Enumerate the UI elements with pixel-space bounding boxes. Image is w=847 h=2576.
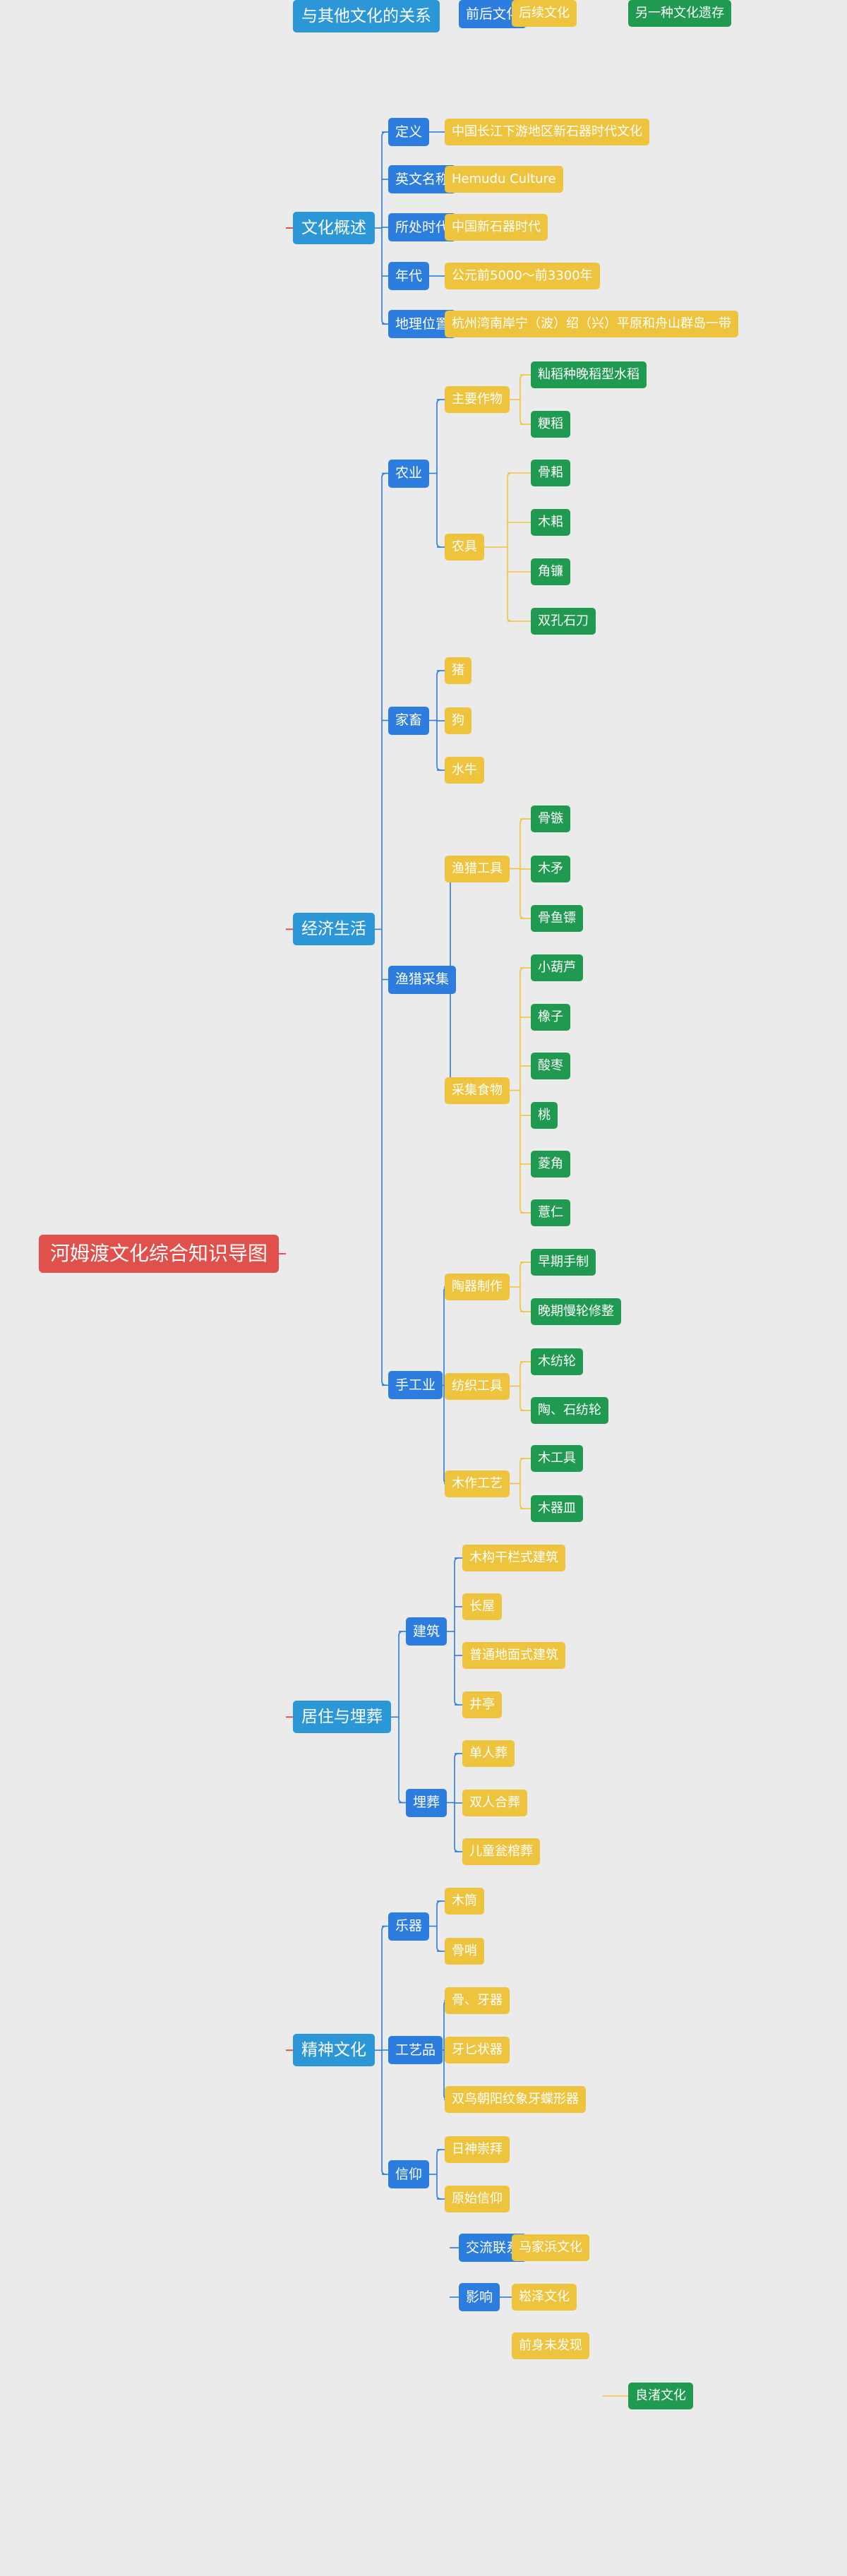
- leaf-node[interactable]: 长屋: [462, 1593, 502, 1620]
- branch-node[interactable]: 精神文化: [293, 2034, 375, 2067]
- category-node[interactable]: 农具: [445, 534, 484, 561]
- category-node[interactable]: 渔猎工具: [445, 855, 510, 882]
- leaf-node[interactable]: 杭州湾南岸宁（波）绍（兴）平原和舟山群岛一带: [445, 311, 738, 337]
- leaf-node[interactable]: 粳稻: [531, 411, 570, 438]
- category-node[interactable]: 家畜: [388, 706, 430, 735]
- category-node[interactable]: 主要作物: [445, 386, 510, 413]
- leaf-node[interactable]: 狗: [445, 707, 471, 734]
- leaf-node[interactable]: 骨鱼镖: [531, 905, 583, 932]
- connector-line: [381, 472, 387, 1386]
- leaf-node[interactable]: 木耜: [531, 509, 570, 536]
- leaf-node[interactable]: 中国长江下游地区新石器时代文化: [445, 119, 649, 145]
- category-node[interactable]: 陶器制作: [445, 1274, 510, 1300]
- leaf-node[interactable]: 陶、石纺轮: [531, 1397, 608, 1424]
- leaf-node[interactable]: 骨镞: [531, 805, 570, 832]
- leaf-node[interactable]: 水牛: [445, 757, 484, 784]
- category-node[interactable]: 工艺品: [388, 2036, 443, 2064]
- category-node[interactable]: 纺织工具: [445, 1372, 510, 1400]
- connector-line: [436, 399, 442, 548]
- connector-line: [519, 1458, 525, 1509]
- branch-node[interactable]: 文化概述: [293, 212, 375, 244]
- leaf-node[interactable]: 另一种文化遗存: [628, 0, 731, 27]
- leaf-node[interactable]: 公元前5000～前3300年: [445, 263, 600, 289]
- connector-line: [398, 1631, 404, 1804]
- leaf-node[interactable]: 中国新石器时代: [445, 214, 548, 241]
- connector-line: [519, 1361, 525, 1411]
- leaf-node[interactable]: 双孔石刀: [531, 608, 596, 635]
- leaf-node[interactable]: 晚期慢轮修整: [531, 1298, 621, 1325]
- leaf-node[interactable]: 骨、牙器: [445, 1987, 510, 2014]
- category-node[interactable]: 年代: [388, 262, 430, 290]
- category-node[interactable]: 建筑: [406, 1617, 447, 1646]
- leaf-node[interactable]: 木筒: [445, 1888, 484, 1915]
- category-node[interactable]: 埋葬: [406, 1788, 447, 1817]
- category-node[interactable]: 影响: [459, 2283, 500, 2311]
- branch-node[interactable]: 与其他文化的关系: [293, 0, 440, 32]
- leaf-node[interactable]: 单人葬: [462, 1740, 515, 1767]
- leaf-node[interactable]: 薏仁: [531, 1199, 570, 1226]
- category-node[interactable]: 农业: [388, 459, 430, 488]
- leaf-node[interactable]: Hemudu Culture: [445, 166, 563, 193]
- category-node[interactable]: 手工业: [388, 1371, 443, 1400]
- leaf-node[interactable]: 普通地面式建筑: [462, 1642, 565, 1669]
- leaf-node[interactable]: 日神崇拜: [445, 2136, 510, 2163]
- leaf-node[interactable]: 双鸟朝阳纹象牙蝶形器: [445, 2086, 586, 2113]
- leaf-node[interactable]: 小葫芦: [531, 954, 583, 981]
- leaf-node[interactable]: 木纺轮: [531, 1348, 583, 1375]
- leaf-node[interactable]: 良渚文化: [628, 2383, 693, 2409]
- leaf-node[interactable]: 籼稻种晚稻型水稻: [531, 361, 647, 388]
- connector-line: [454, 1557, 459, 1706]
- connector-line: [381, 131, 387, 325]
- category-node[interactable]: 渔猎采集: [388, 965, 457, 994]
- leaf-node[interactable]: 骨哨: [445, 1938, 484, 1965]
- leaf-node[interactable]: 桃: [531, 1102, 558, 1129]
- category-node[interactable]: 后续文化: [512, 0, 577, 27]
- leaf-node[interactable]: 木矛: [531, 856, 570, 882]
- connector-line: [436, 2149, 442, 2200]
- category-node[interactable]: 乐器: [388, 1912, 430, 1941]
- branch-node[interactable]: 居住与埋葬: [293, 1701, 391, 1734]
- connector-line: [519, 1262, 525, 1312]
- leaf-node[interactable]: 牙匕状器: [445, 2037, 510, 2063]
- leaf-node[interactable]: 早期手制: [531, 1249, 596, 1276]
- leaf-node[interactable]: 儿童瓮棺葬: [462, 1838, 540, 1865]
- leaf-node[interactable]: 前身未发现: [512, 2332, 589, 2359]
- category-node[interactable]: 木作工艺: [445, 1470, 510, 1497]
- connector-line: [519, 967, 525, 1214]
- leaf-node[interactable]: 原始信仰: [445, 2186, 510, 2212]
- leaf-node[interactable]: 骨耜: [531, 460, 570, 486]
- leaf-node[interactable]: 崧泽文化: [512, 2284, 577, 2311]
- leaf-node[interactable]: 角镰: [531, 558, 570, 585]
- connector-line: [436, 1900, 442, 1952]
- root-node[interactable]: 河姆渡文化综合知识导图: [39, 1235, 280, 1273]
- category-node[interactable]: 信仰: [388, 2160, 430, 2188]
- leaf-node[interactable]: 酸枣: [531, 1053, 570, 1079]
- branch-node[interactable]: 经济生活: [293, 913, 375, 946]
- category-node[interactable]: 定义: [388, 118, 430, 146]
- leaf-node[interactable]: 木构干栏式建筑: [462, 1545, 565, 1571]
- connector-line: [507, 472, 512, 622]
- connector-line: [519, 374, 525, 425]
- leaf-node[interactable]: 橡子: [531, 1004, 570, 1031]
- leaf-node[interactable]: 马家浜文化: [512, 2234, 589, 2261]
- leaf-node[interactable]: 木工具: [531, 1445, 583, 1472]
- leaf-node[interactable]: 井亭: [462, 1691, 502, 1718]
- leaf-node[interactable]: 菱角: [531, 1151, 570, 1178]
- leaf-node[interactable]: 猪: [445, 657, 471, 684]
- leaf-node[interactable]: 木器皿: [531, 1495, 583, 1522]
- category-node[interactable]: 采集食物: [445, 1077, 510, 1104]
- leaf-node[interactable]: 双人合葬: [462, 1790, 527, 1816]
